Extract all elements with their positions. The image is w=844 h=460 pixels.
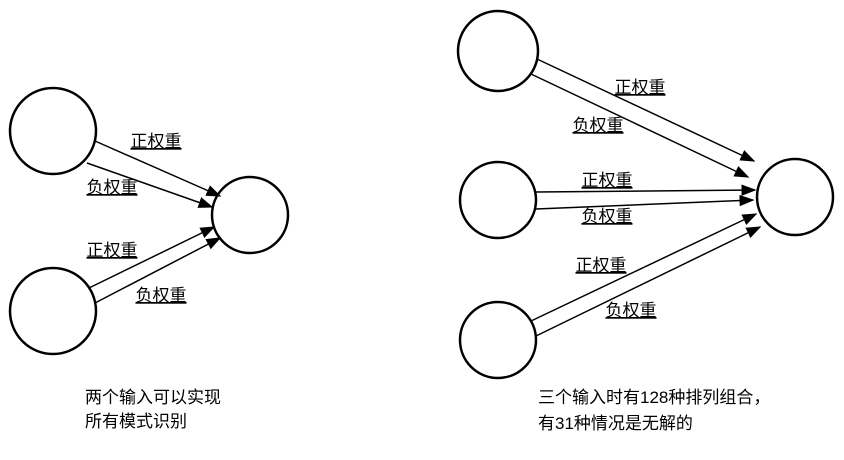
left-arrow-neg2	[94, 237, 222, 304]
left-arrow-neg1	[86, 162, 214, 208]
left-weight-label-neg2: 负权重	[136, 286, 187, 305]
left-caption-line1: 两个输入可以实现	[85, 388, 221, 407]
left-input-node-2	[8, 266, 98, 356]
left-weight-label-pos2: 正权重	[87, 241, 138, 260]
right-arrow-neg2	[535, 194, 755, 210]
right-input-node-1	[456, 9, 540, 93]
right-caption-line1: 三个输入时有128种排列组合，	[538, 388, 770, 407]
right-weight-label-pos2: 正权重	[582, 171, 633, 190]
right-arrow-pos1	[536, 58, 756, 162]
left-arrow-pos1	[94, 140, 222, 197]
right-weight-label-neg1: 负权重	[573, 116, 624, 135]
right-output-node	[755, 157, 835, 237]
right-weight-label-neg3: 负权重	[606, 301, 657, 320]
right-input-node-3	[458, 300, 538, 380]
right-caption-line2: 有31种情况是无解的	[538, 414, 693, 433]
left-weight-label-neg1: 负权重	[87, 178, 138, 197]
right-arrow-neg1	[530, 73, 750, 178]
right-weight-label-pos1: 正权重	[615, 78, 666, 97]
right-arrow-pos3	[530, 213, 758, 322]
left-weight-label-pos1: 正权重	[131, 132, 182, 151]
left-output-node	[210, 175, 290, 255]
right-input-node-2	[458, 160, 538, 240]
left-arrow-pos2	[88, 226, 216, 289]
right-arrow-neg3	[535, 226, 762, 337]
right-arrow-pos2	[535, 184, 757, 196]
right-weight-label-pos3: 正权重	[576, 256, 627, 275]
left-caption-line2: 所有模式识别	[85, 412, 187, 431]
right-weight-label-neg2: 负权重	[582, 207, 633, 226]
left-input-node-1	[8, 86, 98, 176]
